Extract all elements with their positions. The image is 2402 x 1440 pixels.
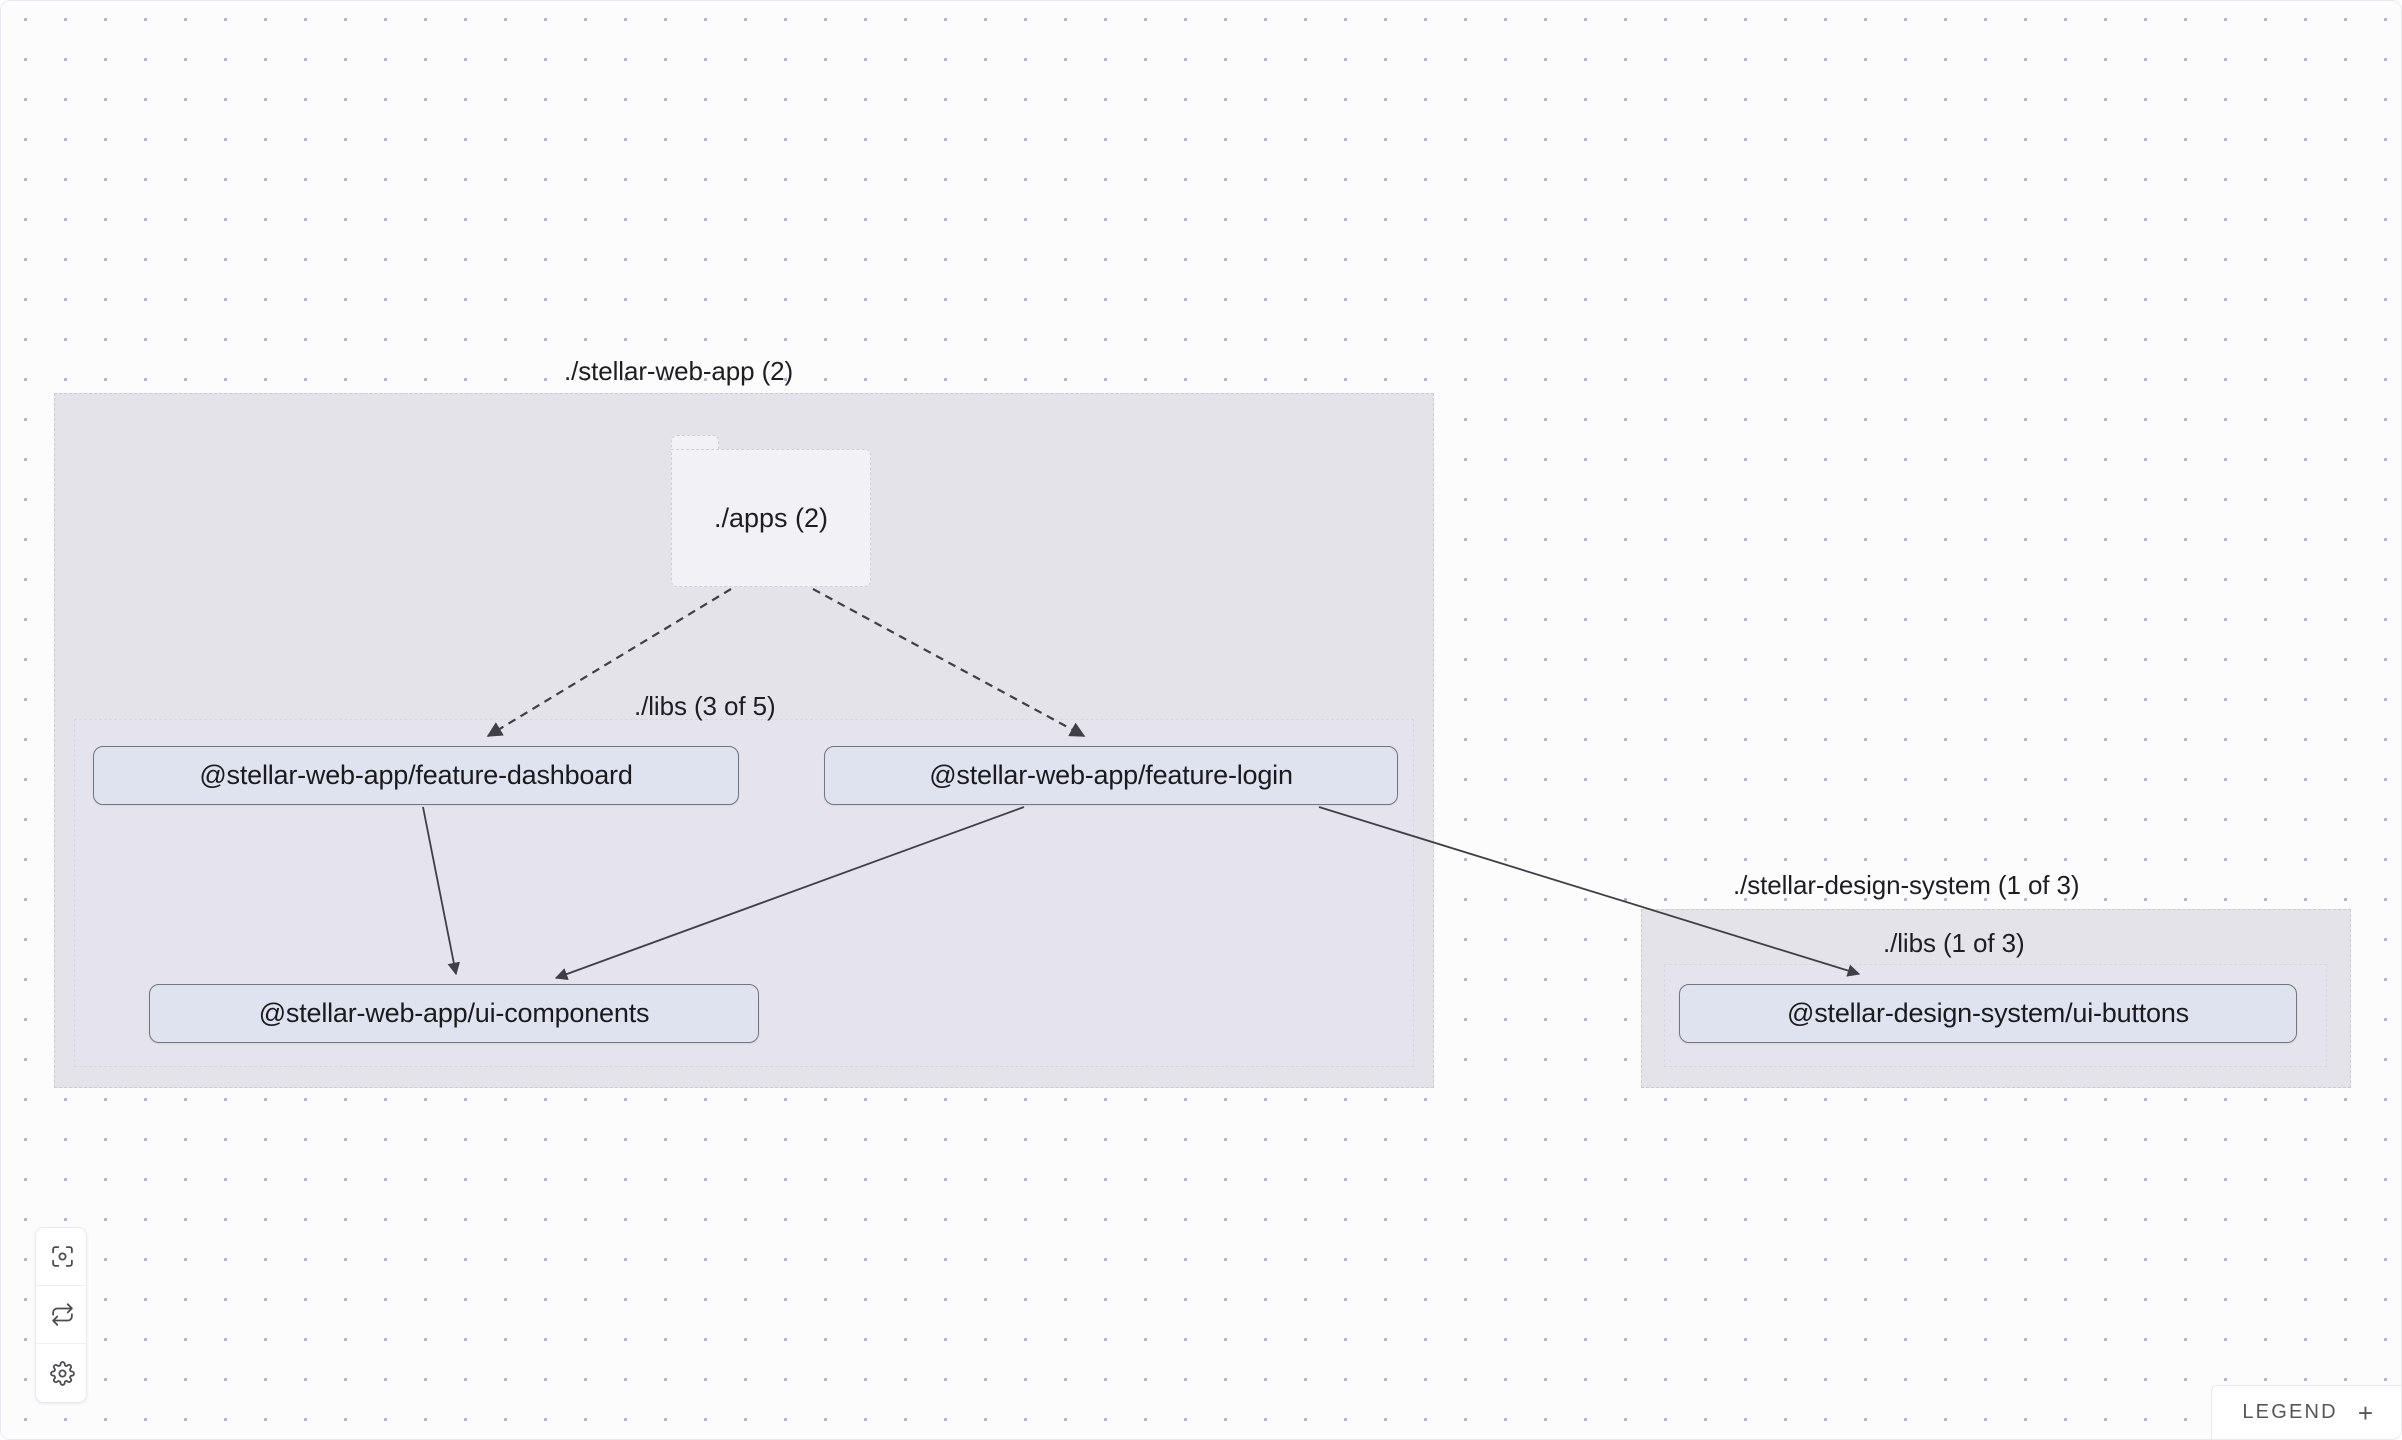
project-node-feature-login[interactable]: @stellar-web-app/feature-login: [824, 746, 1398, 805]
group-label-stellar-web-app: ./stellar-web-app (2): [564, 356, 794, 386]
plus-icon: +: [2357, 1397, 2373, 1428]
group-label-stellar-web-app-libs: ./libs (3 of 5): [634, 691, 776, 721]
legend-panel-toggle[interactable]: LEGEND +: [2211, 1385, 2401, 1439]
refresh-loop-icon: [50, 1302, 75, 1327]
focus-graph-button[interactable]: [36, 1228, 86, 1286]
project-node-label: @stellar-design-system/ui-buttons: [1787, 998, 2189, 1028]
graph-controls-toolbar: [35, 1227, 87, 1403]
project-node-label: @stellar-web-app/ui-components: [258, 998, 650, 1028]
project-node-label: @stellar-web-app/feature-dashboard: [199, 760, 633, 790]
project-node-label: @stellar-web-app/feature-login: [929, 760, 1293, 790]
gear-icon: [49, 1360, 75, 1386]
folder-label: ./apps (2): [713, 502, 829, 533]
legend-label: LEGEND: [2242, 1401, 2338, 1423]
focus-target-icon: [50, 1244, 75, 1269]
folder-body: ./apps (2): [671, 449, 871, 587]
folder-node-apps[interactable]: ./apps (2): [671, 435, 871, 587]
project-node-ui-buttons[interactable]: @stellar-design-system/ui-buttons: [1679, 984, 2297, 1043]
group-label-stellar-design-system: ./stellar-design-system (1 of 3): [1733, 870, 2080, 900]
group-label-stellar-design-system-libs: ./libs (1 of 3): [1883, 928, 2025, 958]
folder-tab: [671, 435, 719, 451]
project-node-feature-dashboard[interactable]: @stellar-web-app/feature-dashboard: [93, 746, 739, 805]
refresh-graph-button[interactable]: [36, 1286, 86, 1344]
project-node-ui-components[interactable]: @stellar-web-app/ui-components: [149, 984, 759, 1043]
graph-settings-button[interactable]: [36, 1344, 86, 1402]
